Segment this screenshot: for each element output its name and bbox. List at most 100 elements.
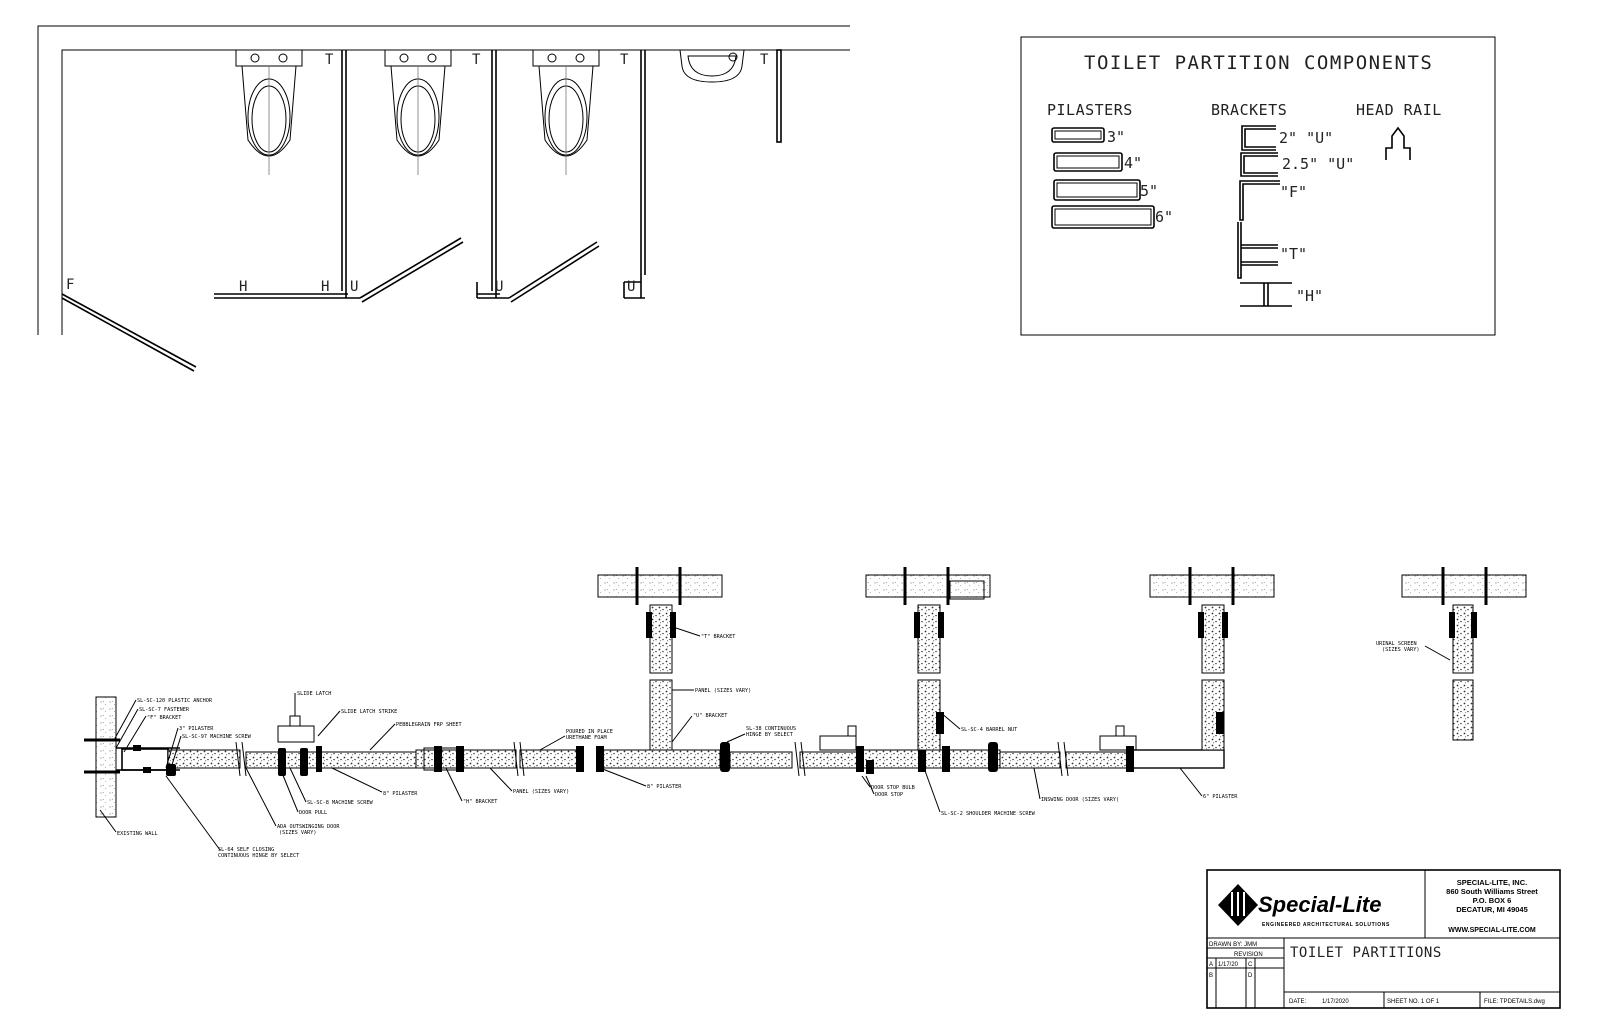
callout-f-bracket: "F" BRACKET — [147, 715, 181, 721]
plan-label-t: T — [325, 52, 334, 68]
revision-d: D — [1248, 973, 1253, 979]
callout-existing-wall: EXISTING WALL — [117, 831, 158, 837]
title-block: Special-Lite ENGINEERED ARCHITECTURAL SO… — [1206, 869, 1561, 1009]
toilet-partition-plan: T T T T F H H U U U — [37, 25, 850, 372]
company-city: DECATUR, MI 49045 — [1456, 905, 1528, 914]
plan-label-u: U — [627, 279, 635, 295]
drawn-by: DRAWN BY: JMM — [1209, 942, 1257, 948]
pilasters-heading: PILASTERS — [1047, 101, 1133, 119]
callout-h-bracket: "H" BRACKET — [463, 799, 497, 805]
vertical-panels — [649, 604, 1474, 751]
head-rail-shape — [1385, 126, 1411, 160]
callout-urinal-screen: (SIZES VARY) — [1382, 647, 1419, 653]
u-bracket-2-shape — [1241, 125, 1276, 151]
callout-8in-pilaster: 8" PILASTER — [383, 791, 418, 797]
components-title: TOILET PARTITION COMPONENTS — [1084, 52, 1433, 74]
revision-a-date: 1/17/20 — [1218, 962, 1239, 968]
callout-machine-screw-97: SL-SC-97 MACHINE SCREW — [182, 734, 252, 740]
plan-label-u: U — [495, 279, 503, 295]
callout-fastener: SL-SC-7 FASTENER — [139, 707, 190, 713]
brackets-heading: BRACKETS — [1211, 101, 1287, 119]
callout-hinge-38: SL-38 CONTINUOUS — [746, 726, 796, 732]
callout-hinge-64: SL-64 SELF CLOSING — [218, 847, 274, 853]
ceiling-slab — [597, 574, 1527, 598]
revision-c: C — [1248, 962, 1253, 968]
callout-door-stop-bulb: DOOR STOP BULB — [871, 785, 915, 791]
company-po-box: P.O. BOX 6 — [1473, 896, 1512, 905]
bracket-label: "H" — [1296, 287, 1323, 305]
callout-slide-latch-strike: SLIDE LATCH STRIKE — [341, 709, 397, 715]
callout-door-pull: DOOR PULL — [299, 810, 327, 816]
bracket-label: 2" "U" — [1279, 129, 1333, 147]
sheet-number: SHEET NO. 1 OF 1 — [1387, 999, 1440, 1005]
existing-wall-shape — [95, 696, 117, 818]
company-website: WWW.SPECIAL-LITE.COM — [1448, 927, 1536, 934]
callout-foam: POURED IN PLACE — [566, 729, 613, 735]
partition-section-detail: SL-SC-120 PLASTIC ANCHOR SL-SC-7 FASTENE… — [84, 567, 1527, 859]
company-name: SPECIAL-LITE, INC. — [1457, 878, 1527, 887]
plan-label-t: T — [472, 52, 481, 68]
toilet-2 — [384, 49, 452, 175]
t-bracket-shape — [1237, 222, 1278, 279]
logo-tagline: ENGINEERED ARCHITECTURAL SOLUTIONS — [1262, 922, 1390, 928]
logo-wordmark: Special-Lite — [1258, 892, 1381, 917]
callout-hinge-64: CONTINUOUS HINGE BY SELECT — [218, 853, 299, 859]
plan-label-h: H — [321, 279, 329, 295]
revision-label: REVISION — [1234, 952, 1263, 958]
callout-slide-latch: SLIDE LATCH — [297, 691, 331, 697]
pilaster-4-shape — [1053, 152, 1123, 172]
callout-urinal-screen: URINAL SCREEN — [1376, 641, 1417, 647]
callout-panel-bottom: PANEL (SIZES VARY) — [513, 789, 569, 795]
date-label: DATE: — [1289, 999, 1307, 1005]
u-bracket-25-shape — [1240, 152, 1278, 177]
company-address: 860 South Williams Street — [1446, 887, 1538, 896]
pilaster-6-shape — [1051, 205, 1155, 229]
plan-label-t: T — [620, 52, 629, 68]
pilaster-3-shape — [1051, 127, 1105, 143]
callout-inswing-door: INSWING DOOR (SIZES VARY) — [1041, 797, 1119, 803]
revision-a: A — [1209, 962, 1213, 968]
callout-machine-screw-8: SL-SC-8 MACHINE SCREW — [307, 800, 373, 806]
callout-foam: URETHANE FOAM — [566, 735, 607, 741]
callout-hinge-38: HINGE BY SELECT — [746, 732, 793, 738]
plan-label-f: F — [66, 277, 74, 293]
bracket-label: "T" — [1280, 245, 1307, 263]
pilaster-size-label: 5" — [1140, 182, 1158, 200]
date-value: 1/17/2020 — [1322, 999, 1349, 1005]
pilaster-size-label: 6" — [1155, 208, 1173, 226]
callout-shoulder-screw: SL-SC-2 SHOULDER MACHINE SCREW — [941, 811, 1036, 817]
panel-run — [167, 749, 1225, 769]
special-lite-logo: Special-Lite ENGINEERED ARCHITECTURAL SO… — [1218, 884, 1390, 928]
f-bracket-shape — [1239, 180, 1280, 221]
callout-panel-top: PANEL (SIZES VARY) — [695, 688, 751, 694]
urinal — [679, 49, 745, 83]
headrail-heading: HEAD RAIL — [1356, 101, 1442, 119]
callout-u-bracket: "U" BRACKET — [693, 713, 727, 719]
callout-ada-door: (SIZES VARY) — [279, 830, 316, 836]
pilaster-size-label: 3" — [1107, 128, 1125, 146]
plan-label-u: U — [350, 279, 358, 295]
bracket-label: "F" — [1280, 183, 1307, 201]
callout-8in-pilaster: 8" PILASTER — [647, 784, 682, 790]
toilet-1 — [235, 49, 303, 175]
revision-b: B — [1209, 973, 1213, 979]
h-bracket-shape — [1240, 282, 1292, 307]
callout-plastic-anchor: SL-SC-120 PLASTIC ANCHOR — [137, 698, 213, 704]
callout-t-bracket: "T" BRACKET — [701, 634, 735, 640]
components-legend: TOILET PARTITION COMPONENTS PILASTERS BR… — [1020, 36, 1496, 336]
callout-ada-door: ADA OUTSWINGING DOOR — [277, 824, 340, 830]
drawing-title: TOILET PARTITIONS — [1290, 945, 1442, 961]
plan-label-h: H — [239, 279, 247, 295]
toilet-3 — [532, 49, 600, 175]
callout-3in-pilaster: 3" PILASTER — [179, 726, 214, 732]
callout-6in-pilaster: 6" PILASTER — [1203, 794, 1238, 800]
callout-pebblegrain: PEBBLEGRAIN FRP SHEET — [396, 722, 462, 728]
callout-door-stop: DOOR STOP — [875, 792, 903, 798]
file-name: FILE: TPDETAILS.dwg — [1484, 999, 1545, 1005]
bracket-label: 2.5" "U" — [1282, 155, 1354, 173]
plan-label-t: T — [760, 52, 769, 68]
pilaster-size-label: 4" — [1124, 154, 1142, 172]
callout-barrel-nut: SL-SC-4 BARREL NUT — [961, 727, 1017, 733]
pilaster-5-shape — [1053, 179, 1141, 201]
